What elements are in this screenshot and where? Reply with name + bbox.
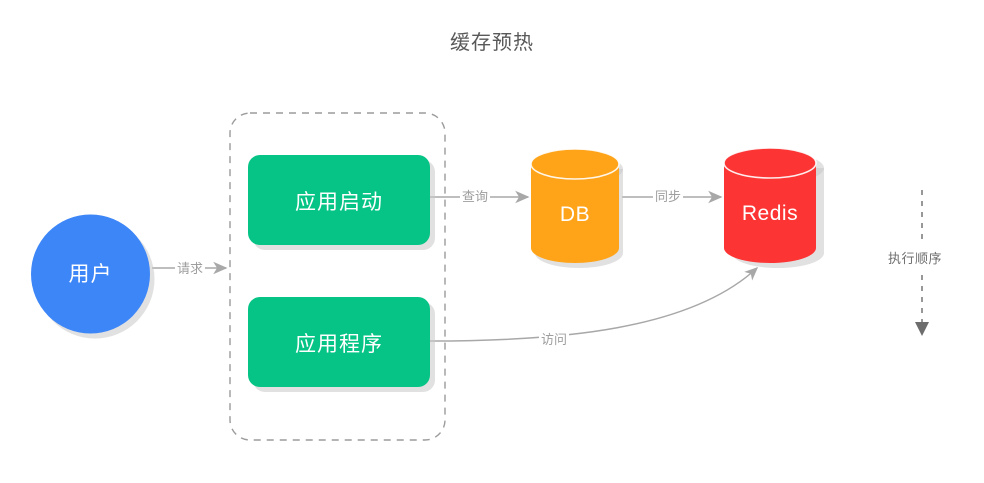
- edge-label-sync: 同步: [653, 186, 684, 205]
- execution-order-arrow: [915, 190, 929, 336]
- edge-label-query: 查询: [460, 186, 491, 205]
- edge-label-request: 请求: [175, 258, 206, 277]
- page-title: 缓存预热: [450, 32, 534, 54]
- edge-program-to-redis: [429, 266, 759, 342]
- node-app-start[interactable]: [248, 155, 435, 250]
- app-group-container: [229, 112, 446, 441]
- node-app-program[interactable]: [248, 297, 435, 392]
- edge-label-visit: 访问: [539, 329, 570, 348]
- node-redis[interactable]: [723, 147, 824, 268]
- node-user[interactable]: [31, 214, 155, 339]
- execution-order-label: 执行顺序: [886, 248, 945, 267]
- node-db[interactable]: [530, 148, 623, 268]
